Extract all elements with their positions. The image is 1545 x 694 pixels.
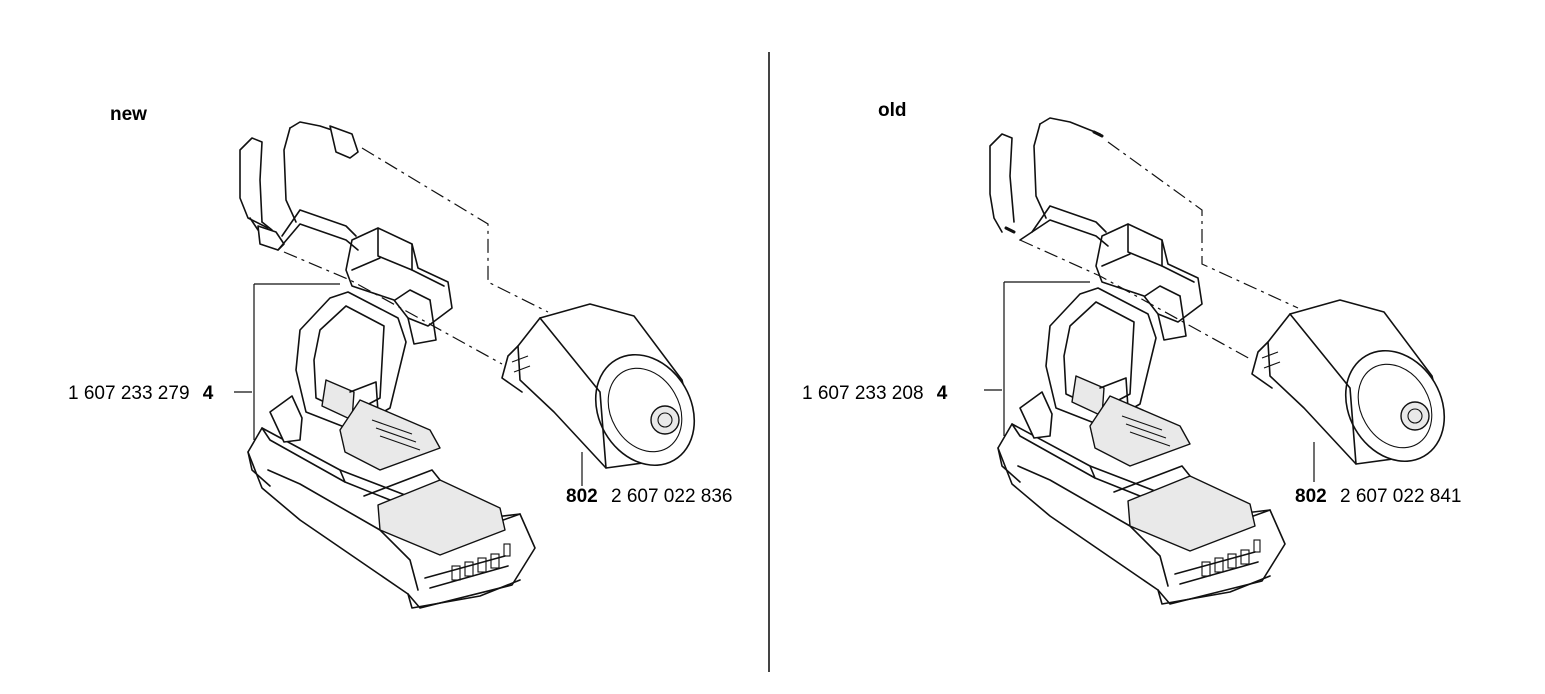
motor: [501, 303, 696, 469]
motor-part-callout: 802 2 607 022 841: [1295, 486, 1462, 508]
base-housing: [247, 427, 536, 609]
assembly-part-callout: 1 607 233 279 4: [68, 383, 213, 405]
assembly-part-callout: 1 607 233 208 4: [802, 383, 947, 405]
motor-index: 802: [566, 486, 598, 507]
assembly-index: 4: [936, 383, 948, 404]
variant-label-old: old: [878, 100, 907, 121]
variant-label-new: new: [110, 104, 147, 125]
assembly-line-1: [1107, 141, 1299, 309]
wire-harness: [989, 117, 1109, 247]
assembly-line-2: [1019, 239, 1253, 361]
base-housing: [997, 423, 1286, 605]
assembly-part-number: 1 607 233 279: [68, 383, 190, 404]
switch-module: [345, 227, 453, 345]
handle-module: [269, 291, 441, 471]
panel-divider: [768, 52, 770, 672]
leader-assembly: [234, 283, 340, 440]
assembly-index: 4: [202, 383, 214, 404]
motor-index: 802: [1295, 486, 1327, 507]
switch-module: [1095, 223, 1203, 341]
motor-part-number: 2 607 022 836: [610, 486, 733, 507]
assembly-part-number: 1 607 233 208: [802, 383, 924, 404]
exploded-view-old: [984, 117, 1446, 605]
wire-harness: [239, 121, 359, 251]
handle-module: [1019, 287, 1191, 467]
assembly-line-1: [361, 147, 549, 313]
leader-assembly: [984, 281, 1090, 436]
motor-part-callout: 802 2 607 022 836: [566, 486, 733, 508]
panel-old: old: [775, 0, 1545, 694]
motor-part-number: 2 607 022 841: [1339, 486, 1462, 507]
exploded-view-new: [234, 121, 696, 609]
panel-new: new: [0, 0, 770, 694]
motor: [1251, 299, 1446, 465]
